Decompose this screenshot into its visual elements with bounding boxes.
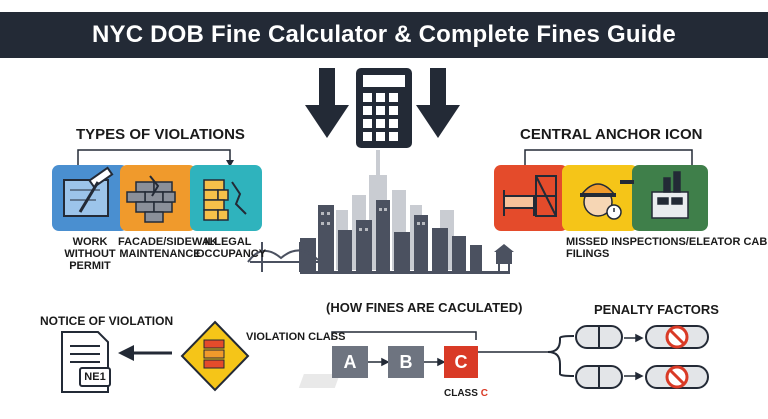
calculator-icon <box>356 68 412 148</box>
class-a-box: A <box>332 346 368 378</box>
prohibited-pill-icon <box>645 325 709 389</box>
penalty-factors-heading: PENALTY FACTORS <box>594 302 719 317</box>
work-without-permit-label: WORK WITHOUT PERMIT <box>64 236 116 272</box>
blueprint-hammer-icon <box>63 166 114 217</box>
types-of-violations-heading: TYPES OF VIOLATIONS <box>76 126 245 143</box>
left-down-arrow-icon <box>305 68 349 138</box>
class-c-shadow <box>298 374 340 388</box>
notice-of-violation-label: NOTICE OF VIOLATION <box>40 314 174 328</box>
penalty-arrows <box>624 333 644 381</box>
notice-badge: NE1 <box>84 371 106 383</box>
class-b-box: B <box>388 346 424 378</box>
class-c-box: C <box>444 346 478 378</box>
elevator-machine-icon <box>651 171 689 219</box>
penalty-branch-connector <box>547 335 575 377</box>
hardhat-worker-icon <box>580 180 634 220</box>
class-flow-arrows <box>331 331 548 367</box>
right-bracket-connector <box>524 149 693 166</box>
facade-sidewalk-label: FACADE/SIDEWAK MAINTENANCE <box>118 236 218 260</box>
page-title: NYC DOB Fine Calculator & Complete Fines… <box>92 21 676 48</box>
violation-class-label: VIOLATION CLASS <box>246 331 346 343</box>
warning-diamond-icon <box>180 320 250 392</box>
calc-heading: (HOW FINES ARE CACULATED) <box>326 300 523 315</box>
brick-wall-icon <box>126 175 176 223</box>
central-anchor-heading: CENTRAL ANCHOR ICON <box>520 126 703 143</box>
arrow-to-notice-icon <box>118 345 172 361</box>
illegal-occupancy-label: ILLEGAL OCCUPANCY <box>196 236 267 260</box>
scaffold-bed-icon <box>503 175 557 217</box>
right-down-arrow-icon <box>416 68 460 138</box>
title-bar <box>0 12 768 58</box>
class-c-caption: CLASS C <box>444 388 488 399</box>
city-skyline-bridge-icon <box>247 150 514 274</box>
cracked-wall-icon <box>203 179 247 221</box>
missed-inspections-label: MISSED INSPECTIONS/ELEATOR CAB FILINGS <box>566 236 768 260</box>
penalty-pill-icon <box>575 325 623 389</box>
left-bracket-connector <box>77 149 231 166</box>
